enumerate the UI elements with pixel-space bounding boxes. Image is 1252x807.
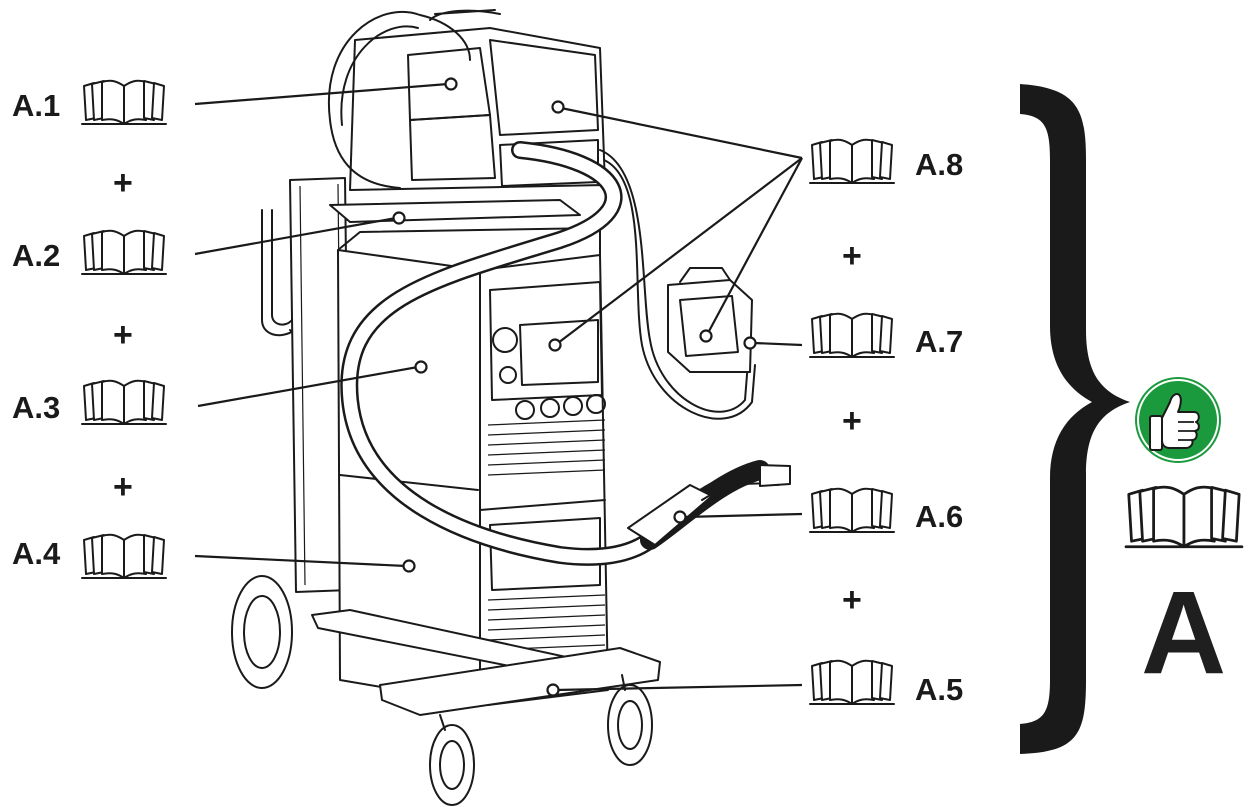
label-a6: A.6	[915, 499, 963, 534]
manual-book-icon	[809, 487, 895, 533]
manual-book-icon	[809, 659, 895, 705]
plus-sign: +	[113, 468, 133, 506]
leader-lines-left	[194, 77, 458, 573]
curly-bracket	[1020, 84, 1130, 754]
manual-book-icon	[1124, 485, 1244, 549]
label-a3: A.3	[12, 390, 60, 425]
manual-book-icon	[809, 312, 895, 358]
manual-book-icon	[809, 138, 895, 184]
plus-sign: +	[842, 402, 862, 440]
manual-book-icon	[81, 533, 167, 579]
label-a7: A.7	[915, 324, 963, 359]
manual-book-icon	[81, 379, 167, 425]
label-a1: A.1	[12, 88, 60, 123]
label-a5: A.5	[915, 672, 963, 707]
thumbs-up-icon	[1149, 393, 1200, 451]
welding-machine-drawing	[231, 9, 791, 806]
plus-sign: +	[842, 237, 862, 275]
label-a8: A.8	[915, 147, 963, 182]
manual-book-icon	[81, 79, 167, 125]
manual-book-icon	[81, 229, 167, 275]
plus-sign: +	[113, 316, 133, 354]
plus-sign: +	[113, 164, 133, 202]
thumbs-up-badge	[1135, 377, 1221, 463]
summary-letter: A	[1141, 567, 1226, 699]
label-a2: A.2	[12, 238, 60, 273]
label-a4: A.4	[12, 536, 61, 571]
leader-lines-right	[546, 100, 803, 697]
plus-sign: +	[842, 581, 862, 619]
